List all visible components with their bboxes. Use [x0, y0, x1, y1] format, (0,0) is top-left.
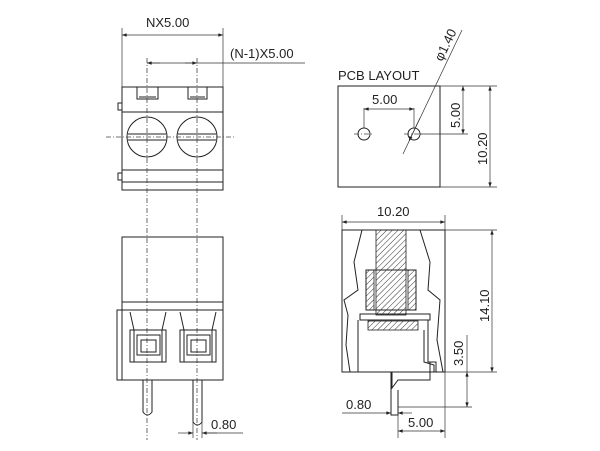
screw-section [375, 229, 407, 316]
pcb-layout: PCB LAYOUT 5.00 5.00 10.20 φ1.40 [337, 26, 497, 188]
side-pin-width-label: 0.80 [346, 397, 371, 412]
front-body-outline [121, 236, 224, 381]
clamp-plate [359, 313, 431, 321]
top-view: NX5.00 (N-1)X5.00 [106, 15, 305, 191]
top-body-outline [121, 86, 224, 191]
front-pin-width-label: 0.80 [211, 417, 236, 432]
side-pin [390, 372, 399, 416]
pcb-layout-title: PCB LAYOUT [338, 68, 419, 83]
pcb-row-offset-label: 5.00 [448, 103, 463, 128]
wire-entry-1 [129, 311, 167, 363]
side-pin-length-label: 3.50 [451, 341, 466, 366]
side-height-label: 14.10 [477, 289, 492, 322]
pcb-hole-pitch-label: 5.00 [372, 92, 397, 107]
side-latch [117, 102, 122, 181]
pitch-label: (N-1)X5.00 [230, 46, 294, 61]
pin-1 [142, 380, 153, 416]
side-pin-offset-label: 5.00 [408, 415, 433, 430]
pcb-footprint-outline [337, 85, 441, 188]
overall-width-label: NX5.00 [146, 15, 189, 30]
side-section-view: 10.20 14.10 3.50 0.80 5.00 [341, 204, 497, 438]
wire-entry-2 [179, 311, 217, 363]
side-depth-label: 10.20 [377, 204, 410, 219]
pin-2 [192, 380, 203, 426]
front-view: 0.80 [116, 236, 243, 438]
pcb-depth-label: 10.20 [475, 132, 490, 165]
